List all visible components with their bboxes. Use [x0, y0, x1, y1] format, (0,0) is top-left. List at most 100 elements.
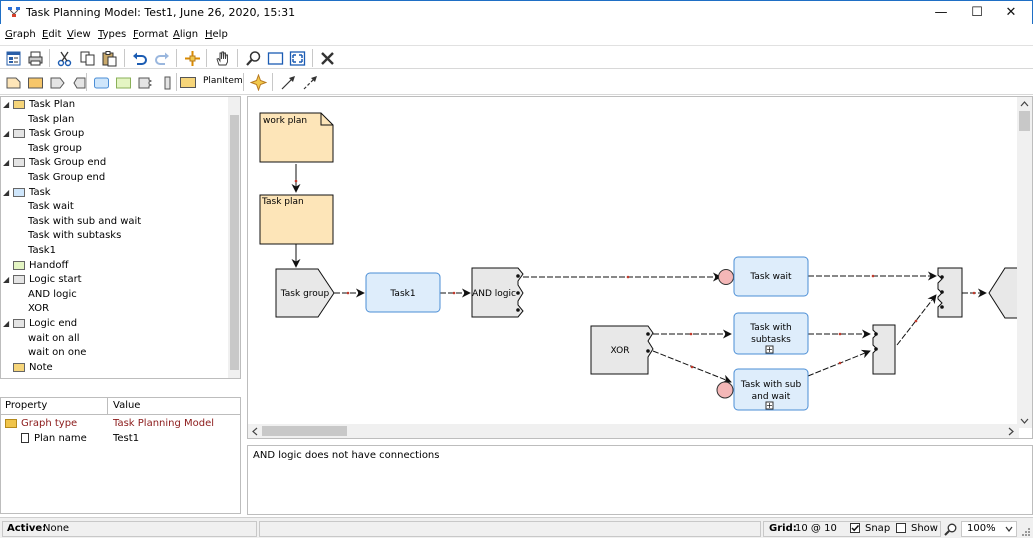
canvas-vertical-scrollbar[interactable]	[1017, 97, 1032, 428]
expand-caret-icon[interactable]: ◢	[3, 275, 10, 285]
menu-graph[interactable]: Graph	[5, 29, 36, 40]
maximize-button[interactable]: ☐	[971, 5, 983, 20]
edge-workplan-to-taskplan[interactable]	[291, 164, 301, 193]
edge-waitonone-to-waitonall[interactable]	[896, 294, 937, 346]
wait-marker-sub-and-wait[interactable]	[716, 381, 734, 399]
tree-scrollbar[interactable]	[228, 97, 240, 378]
fit-page-icon[interactable]	[265, 48, 285, 68]
node-task-group-end[interactable]	[988, 267, 1019, 319]
menu-edit[interactable]: Edit	[42, 29, 62, 40]
expand-caret-icon[interactable]: ◢	[3, 187, 10, 197]
expand-caret-icon[interactable]: ◢	[3, 129, 10, 139]
tree-item-task-group[interactable]: Task group	[1, 142, 227, 156]
tree-item-task-group-end[interactable]: Task Group end	[1, 171, 227, 185]
menu-align[interactable]: Align	[173, 29, 199, 40]
tree-scroll-thumb[interactable]	[230, 115, 239, 370]
edge-subwait-to-waitonone[interactable]	[807, 349, 871, 377]
diagram-canvas[interactable]: work plan Task plan Task group Task1 AND…	[247, 96, 1033, 439]
wait-marker-task-wait[interactable]	[718, 269, 734, 285]
edge-waitonall-to-groupend[interactable]	[962, 288, 987, 298]
menu-view[interactable]: View	[67, 29, 91, 40]
task-group-shape-button[interactable]	[47, 72, 67, 92]
tree-item-and-logic[interactable]: AND logic	[1, 288, 227, 302]
snap-label[interactable]: Snap	[865, 523, 891, 534]
expand-caret-icon[interactable]: ◢	[3, 319, 10, 328]
property-value[interactable]: Task Planning Model	[113, 418, 215, 429]
properties-icon[interactable]	[3, 48, 23, 68]
tree-item-xor[interactable]: XOR	[1, 302, 227, 316]
delete-icon[interactable]	[317, 48, 337, 68]
logic-start-shape-button[interactable]	[135, 72, 155, 92]
horizontal-scroll-thumb[interactable]	[262, 426, 347, 436]
zoom-icon[interactable]	[243, 48, 263, 68]
tree-category-handoff[interactable]: Handoff	[1, 259, 227, 273]
diagram-svg[interactable]: work plan Task plan Task group Task1 AND…	[248, 97, 1019, 426]
expand-caret-icon[interactable]: ◢	[3, 100, 10, 109]
pan-hand-icon[interactable]	[212, 48, 232, 68]
scroll-left-icon[interactable]	[251, 427, 259, 436]
tree-item-task-wait[interactable]: Task wait	[1, 200, 227, 214]
task-plan-shape-button[interactable]	[25, 72, 45, 92]
vertical-scroll-thumb[interactable]	[1019, 111, 1030, 131]
node-task-plan[interactable]: Task plan	[259, 194, 334, 245]
menu-help[interactable]: Help	[205, 29, 228, 40]
task-shape-button[interactable]	[91, 72, 111, 92]
show-checkbox[interactable]	[896, 523, 906, 537]
arrow-connector-icon[interactable]	[278, 72, 298, 92]
cut-icon[interactable]	[54, 48, 74, 68]
zoom-selection-icon[interactable]	[287, 48, 307, 68]
tree-category-task-plan[interactable]: ◢Task Plan	[1, 98, 227, 112]
paste-icon[interactable]	[99, 48, 119, 68]
node-task-with-sub-and-wait[interactable]: Task with sub and wait +	[733, 368, 809, 411]
edge-taskwait-to-waitonall[interactable]	[808, 271, 937, 281]
scroll-down-icon[interactable]	[1020, 417, 1029, 425]
star-tool-icon[interactable]	[248, 72, 268, 92]
tree-item-task-with-sub-and-wait[interactable]: Task with sub and wait	[1, 215, 227, 229]
tree-item-wait-on-one[interactable]: wait on one	[1, 346, 227, 360]
tree-category-task-group-end[interactable]: ◢Task Group end	[1, 156, 227, 170]
menu-types[interactable]: Types	[98, 29, 127, 40]
column-divider[interactable]	[107, 398, 108, 415]
edge-task1-to-andlogic[interactable]	[440, 288, 471, 298]
edge-xor-to-subwait[interactable]	[652, 350, 732, 384]
node-wait-on-one[interactable]	[872, 324, 896, 375]
task-group-end-shape-button[interactable]	[69, 72, 89, 92]
scroll-up-icon[interactable]	[1020, 100, 1029, 108]
planitem-button[interactable]: PlanItem	[180, 74, 243, 91]
note-shape-button[interactable]	[3, 72, 23, 92]
edge-taskgroup-to-task1[interactable]	[334, 288, 365, 298]
node-task-with-subtasks[interactable]: Task with subtasks +	[733, 312, 809, 355]
add-node-icon[interactable]	[182, 48, 202, 68]
tree-item-task1[interactable]: Task1	[1, 244, 227, 258]
undo-icon[interactable]	[129, 48, 149, 68]
menu-format[interactable]: Format	[133, 29, 169, 40]
expand-caret-icon[interactable]: ◢	[3, 158, 10, 168]
node-task-group[interactable]: Task group	[275, 268, 335, 318]
resize-grip-icon[interactable]	[1020, 526, 1031, 537]
dashed-connector-icon[interactable]	[300, 72, 320, 92]
close-button[interactable]: ✕	[1005, 5, 1017, 20]
node-and-logic[interactable]: AND logic	[471, 267, 524, 318]
node-task-wait[interactable]: Task wait	[733, 256, 809, 297]
tree-category-task[interactable]: ◢Task	[1, 186, 227, 200]
edge-subtasks-to-waitonone[interactable]	[808, 329, 871, 339]
node-task1[interactable]: Task1	[365, 272, 441, 313]
tree-category-note[interactable]: Note	[1, 361, 227, 375]
handoff-shape-button[interactable]	[113, 72, 133, 92]
tree-category-logic-start[interactable]: ◢Logic start	[1, 273, 227, 287]
node-xor[interactable]: XOR	[590, 325, 654, 375]
zoom-icon[interactable]	[944, 523, 957, 536]
scroll-right-icon[interactable]	[1007, 427, 1015, 436]
tree-category-logic-end[interactable]: ◢Logic end	[1, 317, 227, 331]
copy-icon[interactable]	[77, 48, 97, 68]
edge-xor-to-subtasks[interactable]	[653, 329, 732, 339]
minimize-button[interactable]: —	[934, 5, 948, 20]
tree-item-task-plan[interactable]: Task plan	[1, 113, 227, 127]
canvas-horizontal-scrollbar[interactable]	[248, 424, 1019, 438]
tree-category-task-group[interactable]: ◢Task Group	[1, 127, 227, 141]
logic-end-shape-button[interactable]	[157, 72, 177, 92]
node-wait-on-all[interactable]	[937, 267, 963, 318]
property-value[interactable]: Test1	[113, 433, 140, 444]
value-column-header[interactable]: Value	[113, 400, 141, 411]
